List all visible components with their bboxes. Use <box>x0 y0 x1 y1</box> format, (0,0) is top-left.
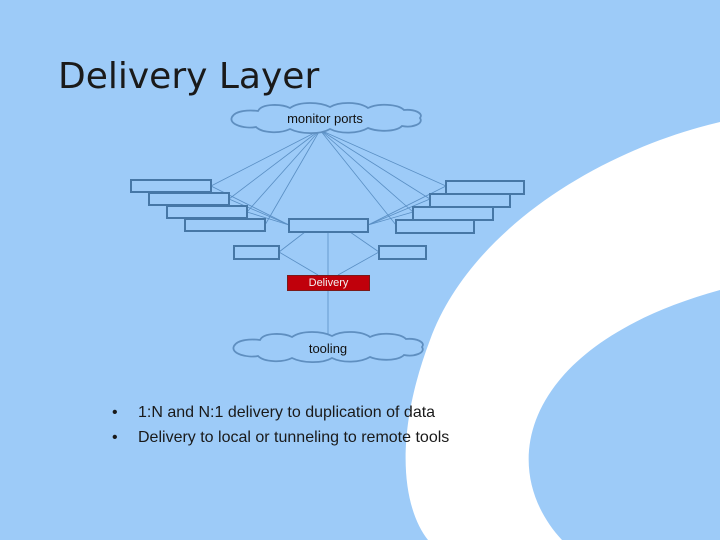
port-box <box>395 219 475 234</box>
tooling-cloud <box>232 331 424 364</box>
port-box <box>429 193 511 208</box>
connector-line <box>278 231 306 253</box>
monitor-ports-label: monitor ports <box>287 111 363 126</box>
connector-line <box>349 231 380 253</box>
aggregator-box <box>288 218 369 233</box>
connector-line <box>337 251 380 276</box>
bullet-item: • 1:N and N:1 delivery to duplication of… <box>112 400 449 425</box>
connector-line <box>278 251 319 276</box>
tooling-label: tooling <box>308 341 348 356</box>
bullet-item: • Delivery to local or tunneling to remo… <box>112 425 449 450</box>
port-box <box>184 218 266 232</box>
connector-line <box>319 129 397 226</box>
connector-line <box>228 129 321 200</box>
connector-line <box>319 129 414 213</box>
connector-line <box>367 211 414 226</box>
connector-line <box>264 129 321 226</box>
bullet-marker: • <box>112 404 118 421</box>
connector-line <box>319 129 447 187</box>
output-box <box>378 245 427 260</box>
connector-line <box>246 211 290 226</box>
port-box <box>130 179 212 193</box>
port-box <box>445 180 525 195</box>
delivery-box: Delivery <box>287 275 370 291</box>
connector-line <box>319 129 431 200</box>
port-boxes <box>130 179 525 260</box>
monitor-ports-cloud <box>230 102 422 135</box>
bullet-text: 1:N and N:1 delivery to duplication of d… <box>138 404 436 421</box>
output-box <box>233 245 280 260</box>
bullet-list: • 1:N and N:1 delivery to duplication of… <box>112 400 449 450</box>
connector-line <box>367 185 447 226</box>
connector-line <box>228 198 290 226</box>
bullet-text: Delivery to local or tunneling to remote… <box>138 429 450 446</box>
connector-line <box>210 129 321 187</box>
slide-title: Delivery Layer <box>58 56 320 97</box>
port-box <box>148 192 230 206</box>
port-box <box>166 205 248 219</box>
bullet-marker: • <box>112 429 118 446</box>
connector-line <box>367 198 431 226</box>
connector-line <box>246 129 321 213</box>
port-box <box>412 206 494 221</box>
connector-lines <box>210 129 447 336</box>
white-swoosh-decoration <box>405 122 720 540</box>
